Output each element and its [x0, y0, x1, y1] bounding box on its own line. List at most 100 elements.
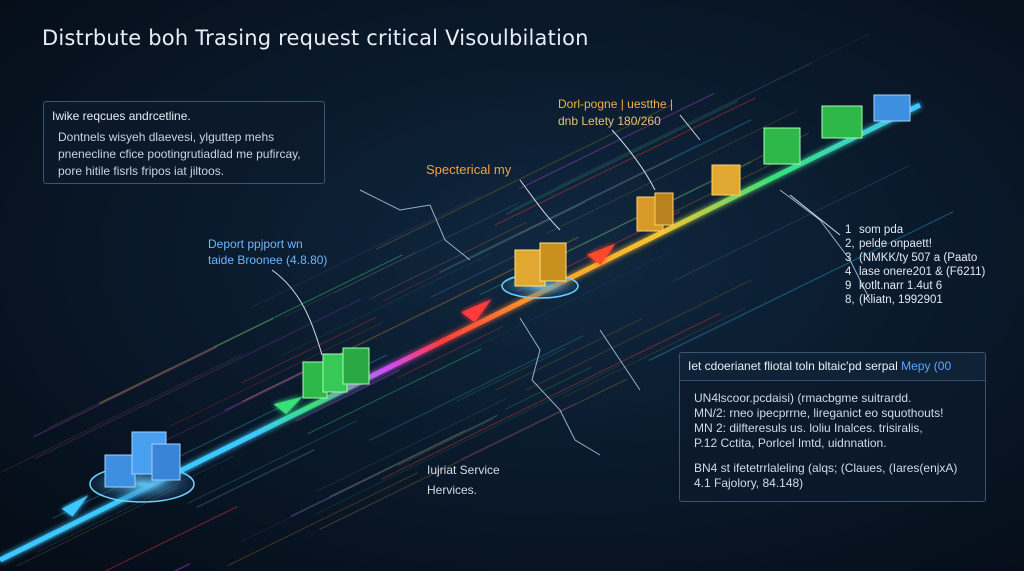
- callout-line: dnb Letety 180/260: [558, 114, 661, 128]
- background-streak: [518, 92, 715, 190]
- background-streak: [160, 367, 314, 444]
- background-streak: [47, 367, 171, 429]
- callout-line: Iujriat Service: [427, 463, 500, 477]
- background-streak: [329, 429, 466, 498]
- background-streak: [561, 307, 746, 399]
- panel-line: MN/2: rneo ipecprrne, lireganict eo squo…: [694, 406, 944, 420]
- background-streak: [315, 398, 507, 493]
- background-streak: [283, 251, 416, 318]
- panel-heading: Iwike reqcues andrcetline.: [52, 109, 191, 123]
- background-streak: [281, 252, 492, 357]
- callout-line: Dorl-pogne | uestthe |: [558, 97, 673, 111]
- panel-line: BN4 st ifetetrrlaleling (alqs; (Claues, …: [694, 461, 958, 475]
- gateway-service-node: [514, 242, 567, 287]
- panel-heading-accent: Mepy (00: [901, 359, 952, 373]
- background-streak: [456, 347, 566, 402]
- orange-service-node: [636, 192, 674, 232]
- panel-line: pore hitile fisrls fripos iat jiltoos.: [58, 164, 225, 178]
- background-streak: [104, 506, 238, 571]
- background-streak: [397, 418, 493, 466]
- span-callout: Specterical my: [426, 162, 512, 177]
- background-streak: [36, 455, 234, 553]
- background-streak: [196, 449, 315, 509]
- green-cache-node: [821, 105, 863, 139]
- background-streak: [546, 111, 797, 234]
- background-streak: [227, 472, 419, 567]
- red-arrow-icon: [461, 299, 492, 323]
- background-streak: [648, 211, 954, 362]
- callout-line: Deport ppjport wn: [208, 237, 303, 251]
- page-title: Distrbute boh Trasing request critical V…: [42, 26, 589, 50]
- latency-callout: Dorl-pogne | uestthe | dnb Letety 180/26…: [558, 96, 673, 130]
- background-streak: [430, 253, 521, 298]
- background-streak: [555, 33, 870, 189]
- background-streak: [98, 317, 274, 405]
- background-streak: [505, 366, 592, 410]
- background-streak: [319, 378, 628, 530]
- green-db-node: [763, 127, 801, 165]
- background-streak: [581, 144, 700, 203]
- panel-heading: Iet cdoerianet fliotal toln bltaic'pd se…: [680, 353, 985, 381]
- background-streak: [307, 348, 482, 435]
- background-streak: [439, 119, 752, 273]
- background-streak: [241, 316, 377, 384]
- background-streak: [290, 414, 498, 517]
- trace-detail-panel: Iet cdoerianet fliotal toln bltaic'pd se…: [679, 352, 986, 502]
- background-streak: [173, 563, 191, 571]
- green-service-node: [302, 347, 370, 399]
- panel-line: pnenecline cfice pootingrutiadlad me puf…: [58, 147, 301, 161]
- cyan-arrow-icon: [61, 495, 89, 517]
- gold-service-node: [711, 164, 741, 196]
- background-streak: [240, 473, 381, 542]
- background-streak: [396, 326, 503, 379]
- panel-line: UN4lscoor.pcdaisi) (rmacbgme suitrardd.: [694, 391, 912, 405]
- background-streak: [470, 201, 586, 259]
- background-streak: [34, 298, 361, 460]
- callout-line: Hervices.: [427, 483, 478, 497]
- background-trace-streaks: [0, 33, 954, 571]
- background-streak: [375, 103, 673, 250]
- background-streak: [251, 194, 483, 308]
- background-streak: [0, 354, 242, 473]
- callout-pointers: [271, 114, 841, 356]
- panel-line: Dontnels wisyeh dlaevesi, ylguttep mehs: [58, 130, 275, 144]
- background-streak: [369, 222, 527, 300]
- background-streak: [33, 346, 217, 438]
- span-list-item: 2,pelde onpaett!: [845, 238, 932, 250]
- green-arrow-icon: [273, 396, 303, 415]
- background-streak: [368, 335, 584, 442]
- background-streak: [381, 312, 722, 480]
- panel-body: UN4lscoor.pcdaisi) (rmacbgme suitrardd. …: [680, 381, 985, 501]
- blue-endpoint-node: [873, 94, 911, 122]
- background-streak: [314, 364, 621, 515]
- background-streak: [213, 254, 403, 348]
- background-streak: [506, 100, 738, 215]
- background-streak: [462, 253, 668, 354]
- latency-branches: [359, 189, 871, 456]
- background-streak: [509, 62, 812, 211]
- callout-line: taide Broonee (4.8.80): [208, 253, 328, 267]
- background-streak: [525, 279, 752, 391]
- panel-line: 4.1 Fajolory, 84.148): [694, 476, 804, 490]
- panel-line: MN 2: dilfteresuls us. loliu Inalces. tr…: [694, 421, 923, 435]
- background-streak: [294, 369, 400, 422]
- background-streak: [517, 158, 673, 235]
- background-streak: [495, 318, 643, 391]
- background-streak: [334, 202, 519, 293]
- span-list-item: 8,(Kliatn, 1992901: [845, 294, 943, 306]
- red-arrow-icon: [587, 243, 616, 265]
- deport-callout: Deport ppjport wn taide Broonee (4.8.80): [208, 236, 327, 268]
- span-list-item: 3(NMKK/ty 507 a (Paato: [845, 252, 978, 264]
- service-callout: Iujriat Service Hervices.: [427, 460, 500, 500]
- panel-line: P.12 Cctita, Porlcel Imtd, uidnnation.: [694, 436, 887, 450]
- root-service-node: [104, 431, 181, 488]
- background-streak: [382, 221, 545, 302]
- background-streak: [187, 420, 357, 504]
- request-info-panel: Iwike reqcues andrcetline. Dontnels wisy…: [43, 101, 325, 184]
- background-streak: [169, 321, 384, 427]
